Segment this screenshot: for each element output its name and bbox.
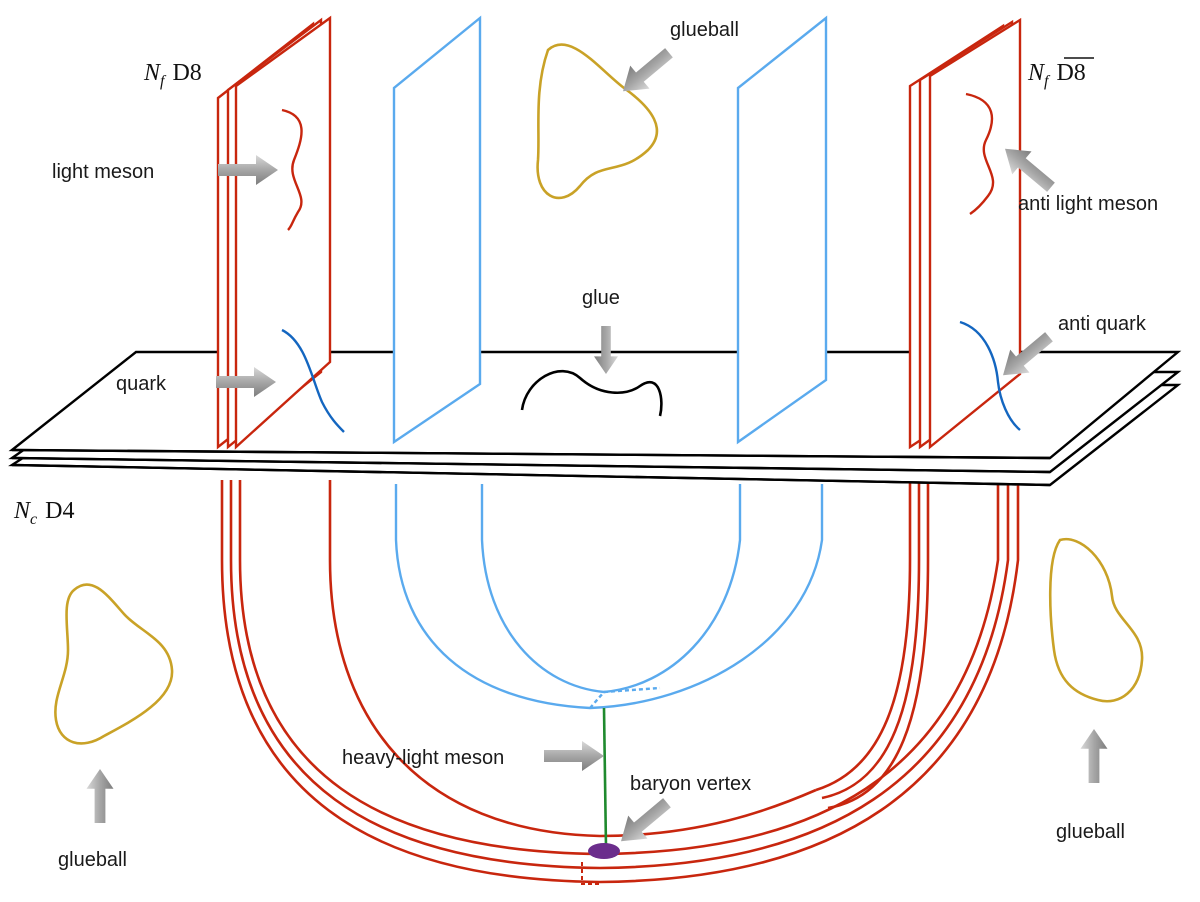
baryon-dashed-box: [581, 862, 600, 885]
d8-u-curve-outer: [220, 480, 1020, 884]
arrow-glueball-right: [1080, 729, 1108, 783]
d8-u-curve-inner: [328, 480, 817, 838]
arrow-heavy-light: [544, 741, 604, 771]
label-baryon-vertex: baryon vertex: [630, 773, 751, 795]
d8-u-curves: [220, 480, 1020, 884]
label-heavy-light-meson: heavy-light meson: [342, 747, 504, 769]
blue-branes: [392, 15, 828, 445]
quark-string: [281, 328, 345, 433]
anti-light-meson-string: [965, 92, 995, 215]
arrow-glueball-top: [613, 41, 679, 103]
d8-u-curve-inner-right2: [821, 480, 921, 800]
d8-brane-left: [216, 15, 332, 450]
arrow-baryon: [611, 791, 677, 853]
d8-u-curve-inner-right: [815, 480, 912, 792]
label-light-meson: light meson: [52, 161, 154, 183]
label-anti-light-meson: anti light meson: [1018, 193, 1158, 215]
blue-u-curves: [394, 484, 824, 710]
glueball-top-loop: [536, 43, 659, 200]
anti-quark-string: [959, 320, 1021, 431]
arrow-glueball-left: [86, 769, 114, 823]
glueball-right-loop: [1048, 537, 1144, 703]
label-glueball-left: glueball: [58, 849, 127, 871]
label-glueball-right: glueball: [1056, 821, 1125, 843]
d8-brane-right: [908, 17, 1022, 450]
light-meson-string: [281, 108, 303, 231]
glue-string: [520, 370, 663, 417]
glueball-left-loop: [54, 583, 174, 745]
baryon-vertex-dot: [588, 843, 620, 859]
d8-u-curve-2: [229, 480, 1010, 870]
d4-brane-edges: [11, 448, 1051, 487]
d8-u-curve-inner-right3: [827, 480, 930, 810]
d8-u-curve-3: [238, 480, 1000, 856]
label-anti-quark: anti quark: [1058, 313, 1147, 335]
label-glueball-top: glueball: [670, 19, 739, 41]
label-quark: quark: [116, 373, 167, 395]
label-glue: glue: [582, 287, 620, 309]
heavy-light-string: [602, 707, 608, 849]
